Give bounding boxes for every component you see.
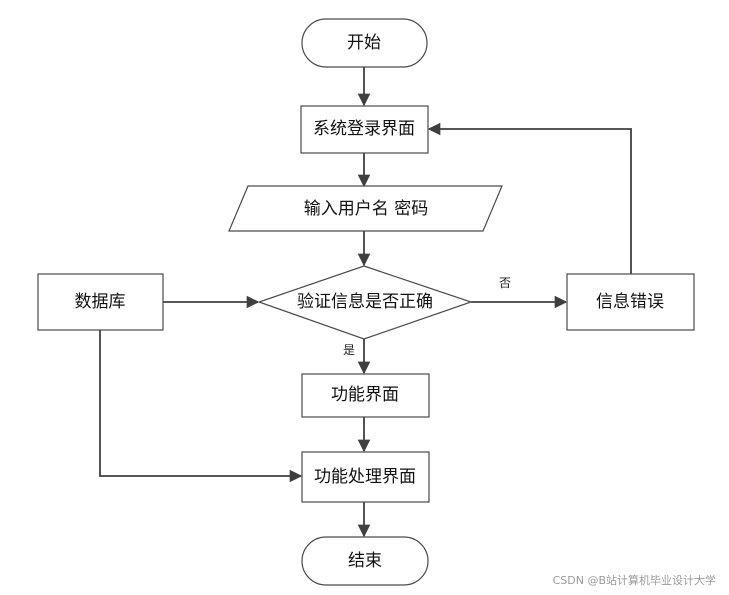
watermark-text: CSDN @B站计算机毕业设计大学	[553, 573, 716, 587]
node-process: 功能处理界面	[301, 451, 430, 503]
node-input-label: 输入用户名 密码	[304, 199, 428, 219]
node-input: 输入用户名 密码	[228, 185, 503, 232]
node-verify-label: 验证信息是否正确	[297, 292, 433, 312]
edge-database-process	[99, 330, 303, 483]
node-start-label: 开始	[347, 33, 381, 53]
node-error: 信息错误	[566, 273, 695, 331]
node-database-label: 数据库	[75, 292, 126, 312]
node-verify: 验证信息是否正确	[257, 265, 473, 340]
node-end: 结束	[301, 536, 429, 586]
node-function: 功能界面	[301, 373, 430, 418]
node-start: 开始	[301, 18, 428, 68]
node-end-label: 结束	[348, 551, 382, 571]
edge-label-no: 否	[499, 276, 511, 290]
node-error-label: 信息错误	[596, 292, 664, 312]
node-login-label: 系统登录界面	[313, 119, 415, 139]
edge-label-yes: 是	[343, 343, 355, 357]
node-database: 数据库	[37, 273, 164, 331]
edge-error-login	[427, 122, 632, 274]
node-function-label: 功能界面	[331, 385, 399, 405]
node-process-label: 功能处理界面	[314, 467, 416, 487]
node-login: 系统登录界面	[300, 105, 429, 154]
edges	[99, 67, 632, 538]
